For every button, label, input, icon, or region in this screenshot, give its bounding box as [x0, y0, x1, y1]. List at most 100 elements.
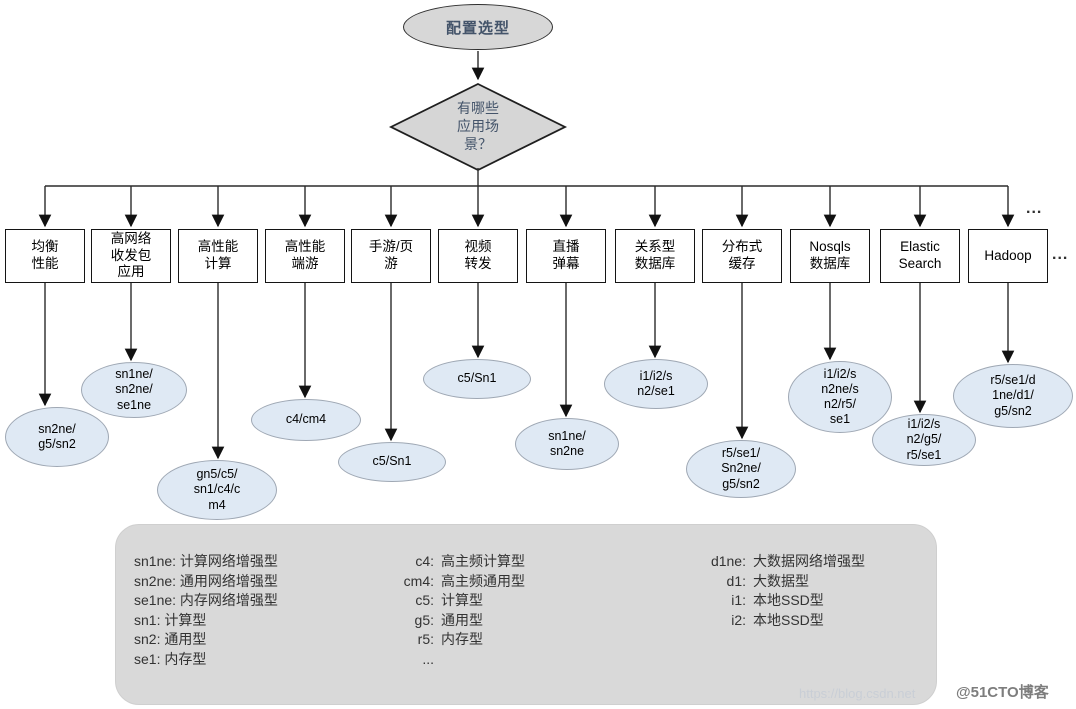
watermark-csdn: https://blog.csdn.net [799, 686, 916, 701]
instance-label: gn5/c5/ sn1/c4/c m4 [193, 467, 241, 512]
instance-ellipse: sn1ne/ sn2ne [515, 418, 619, 470]
legend-value: 本地SSD型 [753, 592, 824, 608]
legend-value: 内存型 [441, 631, 483, 647]
legend-value: 高主频计算型 [441, 553, 525, 569]
legend-key: c5: [415, 592, 434, 608]
instance-ellipse: sn1ne/ sn2ne/ se1ne [81, 362, 187, 418]
instance-ellipse: gn5/c5/ sn1/c4/c m4 [157, 460, 277, 520]
legend-box: sn1ne: 计算网络增强型 sn2ne: 通用网络增强型 se1ne: 内存网… [115, 524, 937, 705]
legend-entry: se1ne: 内存网络增强型 [134, 592, 278, 608]
legend-key: r5: [417, 631, 434, 647]
legend-column-3: d1ne: 大数据网络增强型 d1: 大数据型 i1: 本地SSD型 i2: 本地SSD… [688, 552, 865, 630]
decision-node-label: 有哪些 应用场 景？ [457, 99, 499, 153]
legend-row: sn1ne: 计算网络增强型 [134, 552, 278, 572]
scenario-label: 高性能 计算 [197, 239, 239, 271]
legend-entry: sn1: 计算型 [134, 611, 207, 628]
legend-value: 大数据网络增强型 [753, 553, 865, 569]
legend-row: se1ne: 内存网络增强型 [134, 591, 278, 611]
legend-value: 计算型 [441, 592, 483, 608]
instance-ellipse: c5/Sn1 [338, 442, 446, 482]
legend-key: g5: [414, 611, 434, 628]
scenario-node: 直播 弹幕 [526, 229, 606, 283]
scenario-node: 高性能 端游 [265, 229, 345, 283]
instance-label: i1/i2/s n2ne/s n2/r5/ se1 [821, 366, 859, 427]
instance-ellipse: c5/Sn1 [423, 359, 531, 399]
instance-ellipse: r5/se1/d 1ne/d1/ g5/sn2 [953, 364, 1073, 428]
legend-entry: sn2ne: 通用网络增强型 [134, 572, 278, 589]
scenario-label: Hadoop [984, 247, 1032, 263]
decision-node: 有哪些 应用场 景？ [428, 92, 528, 160]
legend-key: c4: [415, 553, 434, 569]
legend-value: 大数据型 [753, 572, 809, 589]
legend-key: i1: [731, 592, 746, 608]
legend-row: i1: 本地SSD型 [688, 591, 865, 611]
legend-row: i2: 本地SSD型 [688, 611, 865, 631]
scenario-label: Nosqls 数据库 [809, 239, 851, 271]
instance-label: c4/cm4 [285, 412, 327, 427]
watermark-51cto: @51CTO博客 [956, 684, 1049, 701]
legend-entry: se1: 内存型 [134, 650, 207, 667]
scenario-label: 直播 弹幕 [552, 239, 580, 271]
scenario-node: 高性能 计算 [178, 229, 258, 283]
scenario-node: 视频 转发 [438, 229, 518, 283]
scenario-label: 高性能 端游 [284, 239, 326, 271]
scenario-node: 关系型 数据库 [615, 229, 695, 283]
instance-ellipse: i1/i2/s n2/se1 [604, 359, 708, 409]
legend-row: ... [388, 650, 525, 670]
legend-row: g5:通用型 [388, 611, 525, 631]
legend-entry: sn1ne: 计算网络增强型 [134, 553, 278, 569]
scenario-label: 分布式 缓存 [721, 239, 763, 271]
scenario-node: 手游/页 游 [351, 229, 431, 283]
scenario-label: 关系型 数据库 [634, 239, 676, 271]
legend-row: sn2ne: 通用网络增强型 [134, 572, 278, 592]
legend-row: sn1: 计算型 [134, 611, 278, 631]
scenario-label: 手游/页 游 [368, 239, 414, 271]
scenario-node: Hadoop [968, 229, 1048, 283]
instance-label: c5/Sn1 [372, 454, 412, 469]
instance-label: i1/i2/s n2/g5/ r5/se1 [906, 417, 942, 462]
scenario-label: 视频 转发 [464, 239, 492, 271]
legend-column-1: sn1ne: 计算网络增强型 sn2ne: 通用网络增强型 se1ne: 内存网… [134, 552, 278, 669]
scenario-node: 分布式 缓存 [702, 229, 782, 283]
ellipsis-row: ... [1052, 246, 1069, 263]
legend-row: r5: 内存型 [388, 630, 525, 650]
scenario-label: 均衡 性能 [31, 239, 59, 271]
legend-value: 本地SSD型 [753, 611, 824, 628]
instance-label: c5/Sn1 [457, 371, 497, 386]
scenario-node: 均衡 性能 [5, 229, 85, 283]
legend-key: d1: [726, 572, 746, 589]
scenario-label: 高网络 收发包 应用 [110, 230, 152, 280]
legend-row: cm4: 高主频通用型 [388, 572, 525, 592]
instance-ellipse: i1/i2/s n2/g5/ r5/se1 [872, 414, 976, 466]
instance-ellipse: r5/se1/ Sn2ne/ g5/sn2 [686, 440, 796, 498]
legend-row: se1: 内存型 [134, 650, 278, 670]
scenario-node: 高网络 收发包 应用 [91, 229, 171, 283]
legend-row: c5: 计算型 [388, 591, 525, 611]
instance-ellipse: sn2ne/ g5/sn2 [5, 407, 109, 467]
scenario-node: Elastic Search [880, 229, 960, 283]
start-node-label: 配置选型 [445, 19, 510, 37]
legend-row: d1ne: 大数据网络增强型 [688, 552, 865, 572]
instance-label: i1/i2/s n2/se1 [637, 368, 675, 398]
start-node: 配置选型 [403, 4, 553, 50]
legend-entry: sn2: 通用型 [134, 631, 207, 647]
legend-key: cm4: [403, 572, 434, 589]
instance-label: sn1ne/ sn2ne/ se1ne [115, 367, 153, 412]
instance-label: sn1ne/ sn2ne [548, 428, 586, 458]
legend-key: i2: [731, 611, 746, 628]
legend-key: d1ne: [710, 553, 746, 569]
instance-ellipse: i1/i2/s n2ne/s n2/r5/ se1 [788, 361, 892, 433]
legend-column-2: c4: 高主频计算型 cm4: 高主频通用型 c5: 计算型 g5:通用型 r5: 内存… [388, 552, 525, 669]
instance-label: sn2ne/ g5/sn2 [38, 421, 76, 451]
instance-label: r5/se1/ Sn2ne/ g5/sn2 [721, 446, 761, 491]
legend-value: 高主频通用型 [441, 572, 525, 589]
instance-ellipse: c4/cm4 [251, 399, 361, 441]
ellipsis-branch: ... [1026, 200, 1043, 217]
legend-row: c4: 高主频计算型 [388, 552, 525, 572]
legend-key: ... [422, 650, 434, 667]
scenario-label: Elastic Search [898, 239, 942, 271]
legend-row: sn2: 通用型 [134, 630, 278, 650]
legend-row: d1: 大数据型 [688, 572, 865, 592]
